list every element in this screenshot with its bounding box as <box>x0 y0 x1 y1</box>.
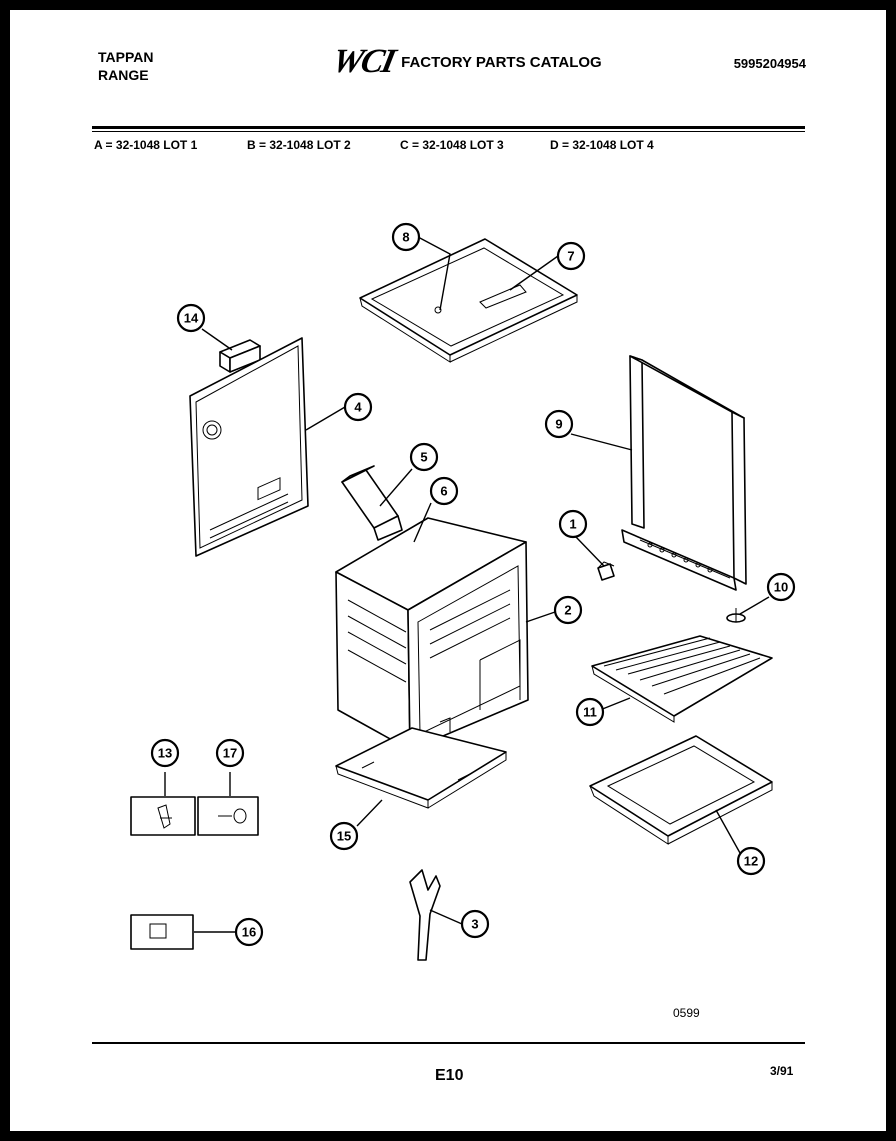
lot-a: A = 32-1048 LOT 1 <box>94 138 198 152</box>
svg-text:5: 5 <box>420 450 427 465</box>
callout-2: 2 <box>553 595 583 625</box>
svg-text:12: 12 <box>744 854 758 869</box>
hardware-box-13 <box>130 796 196 836</box>
svg-text:3: 3 <box>471 917 478 932</box>
callout-14: 14 <box>176 303 206 333</box>
leader-lines <box>164 236 770 933</box>
svg-text:4: 4 <box>354 400 362 415</box>
page-number: E10 <box>435 1067 464 1084</box>
callout-4: 4 <box>343 392 373 422</box>
revision-date: 3/91 <box>770 1064 794 1078</box>
callout-8: 8 <box>391 222 421 252</box>
lot-d: D = 32-1048 LOT 4 <box>550 138 654 152</box>
callout-12: 12 <box>736 846 766 876</box>
hinge-spring-part <box>409 869 441 961</box>
svg-text:11: 11 <box>583 705 597 720</box>
callout-16: 16 <box>234 917 264 947</box>
svg-text:15: 15 <box>337 829 351 844</box>
svg-text:13: 13 <box>158 746 172 761</box>
callout-5: 5 <box>409 442 439 472</box>
footer-rule <box>92 1042 805 1044</box>
lot-b: B = 32-1048 LOT 2 <box>247 138 351 152</box>
part-number: 5995204954 <box>733 56 806 71</box>
svg-text:17: 17 <box>223 746 237 761</box>
svg-text:2: 2 <box>564 603 571 618</box>
broiler-pan-part <box>589 735 773 845</box>
callout-9: 9 <box>544 409 574 439</box>
callout-11: 11 <box>575 697 605 727</box>
exploded-parts-diagram: 8 7 14 4 9 5 6 1 2 10 11 13 17 15 12 16 … <box>130 222 796 961</box>
svg-text:14: 14 <box>184 311 199 326</box>
rear-panel-part <box>189 337 309 557</box>
callout-17: 17 <box>215 738 245 768</box>
callout-6: 6 <box>429 476 459 506</box>
header-brand-block: TAPPAN RANGE <box>98 48 153 84</box>
svg-text:6: 6 <box>440 484 447 499</box>
svg-text:9: 9 <box>555 417 562 432</box>
svg-text:10: 10 <box>774 580 788 595</box>
product-name: RANGE <box>98 67 149 83</box>
svg-text:7: 7 <box>567 249 574 264</box>
hardware-box-16 <box>130 914 194 950</box>
header-rule-thin <box>92 131 805 132</box>
catalog-title: FACTORY PARTS CATALOG <box>401 53 602 71</box>
header-rule <box>92 126 805 129</box>
catalog-header: WCI FACTORY PARTS CATALOG <box>329 43 602 80</box>
hardware-box-17 <box>197 796 259 836</box>
door-frame-part <box>621 355 747 591</box>
callout-15: 15 <box>329 821 359 851</box>
knob-part <box>597 561 615 581</box>
vent-duct-part <box>341 465 403 541</box>
bottom-panel-part <box>335 717 507 809</box>
svg-text:1: 1 <box>569 517 576 532</box>
callout-13: 13 <box>150 738 180 768</box>
svg-text:8: 8 <box>402 230 409 245</box>
range-body-part <box>335 517 529 751</box>
svg-text:16: 16 <box>242 925 256 940</box>
callout-7: 7 <box>556 241 586 271</box>
top-panel-part <box>359 238 578 363</box>
parts-catalog-sheet: TAPPAN RANGE WCI FACTORY PARTS CATALOG 5… <box>10 10 886 1131</box>
callout-10: 10 <box>766 572 796 602</box>
oven-rack-part <box>591 635 773 723</box>
callout-1: 1 <box>558 509 588 539</box>
lot-c: C = 32-1048 LOT 3 <box>400 138 504 152</box>
diagram-code: 0599 <box>673 1006 700 1020</box>
screw-part <box>726 608 746 623</box>
callout-3: 3 <box>460 909 490 939</box>
brand-name: TAPPAN <box>98 49 154 65</box>
